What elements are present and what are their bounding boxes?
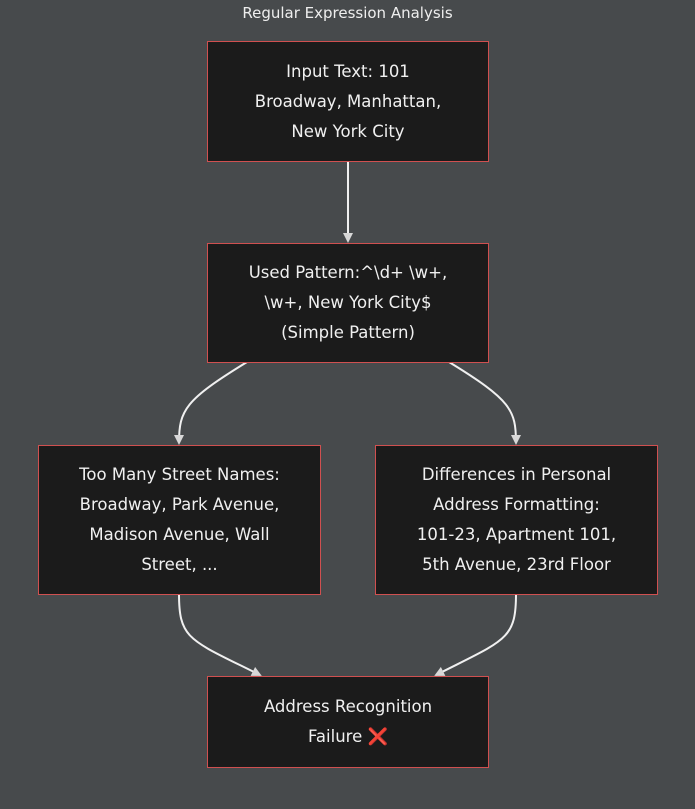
node-street-names: Too Many Street Names: Broadway, Park Av… (38, 445, 321, 595)
edge-pattern-streets (174, 361, 248, 445)
edge-pattern-formatting (448, 361, 521, 445)
node-label: Used Pattern:^\d+ \w+, \w+, New York Cit… (248, 263, 448, 342)
node-recognition-failure: Address Recognition Failure ❌ (207, 676, 489, 768)
cross-mark-icon: ❌ (367, 727, 389, 746)
edge-streets-failure (178, 593, 262, 676)
node-label: Input Text: 101 Broadway, Manhattan, New… (254, 61, 442, 141)
node-label: Address Recognition Failure (263, 697, 433, 746)
node-label: Too Many Street Names: Broadway, Park Av… (79, 465, 280, 574)
node-address-formatting: Differences in Personal Address Formatti… (375, 445, 658, 595)
edge-formatting-failure (434, 593, 517, 676)
node-used-pattern: Used Pattern:^\d+ \w+, \w+, New York Cit… (207, 243, 489, 363)
node-label: Differences in Personal Address Formatti… (416, 465, 617, 574)
node-input-text: Input Text: 101 Broadway, Manhattan, New… (207, 41, 489, 162)
diagram-title: Regular Expression Analysis (242, 4, 453, 22)
